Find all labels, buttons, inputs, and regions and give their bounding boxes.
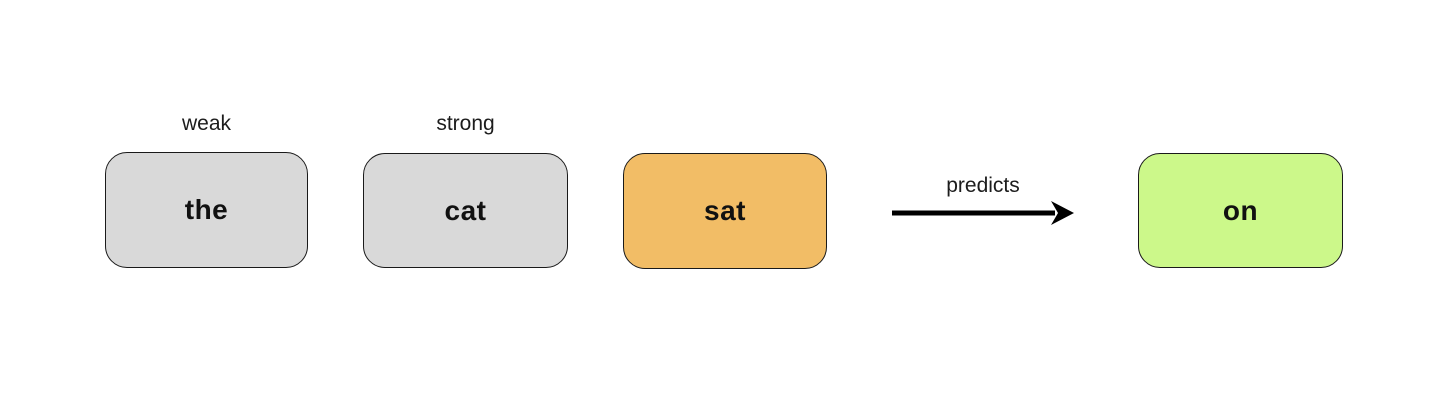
node-cat-label: cat <box>444 194 487 226</box>
annotation-weak: weak <box>181 112 232 135</box>
node-sat-label: sat <box>704 195 746 226</box>
node-the: the <box>105 152 308 268</box>
arrow-label-predicts: predicts <box>946 174 1020 197</box>
annotation-strong: strong <box>436 112 495 135</box>
node-on: on <box>1138 153 1343 268</box>
predicts-arrow-icon <box>892 201 1074 225</box>
node-the-label: the <box>184 194 229 225</box>
node-sat: sat <box>623 153 827 269</box>
node-cat: cat <box>363 153 568 268</box>
arrow-head <box>1051 201 1074 225</box>
node-on-label: on <box>1222 194 1259 226</box>
